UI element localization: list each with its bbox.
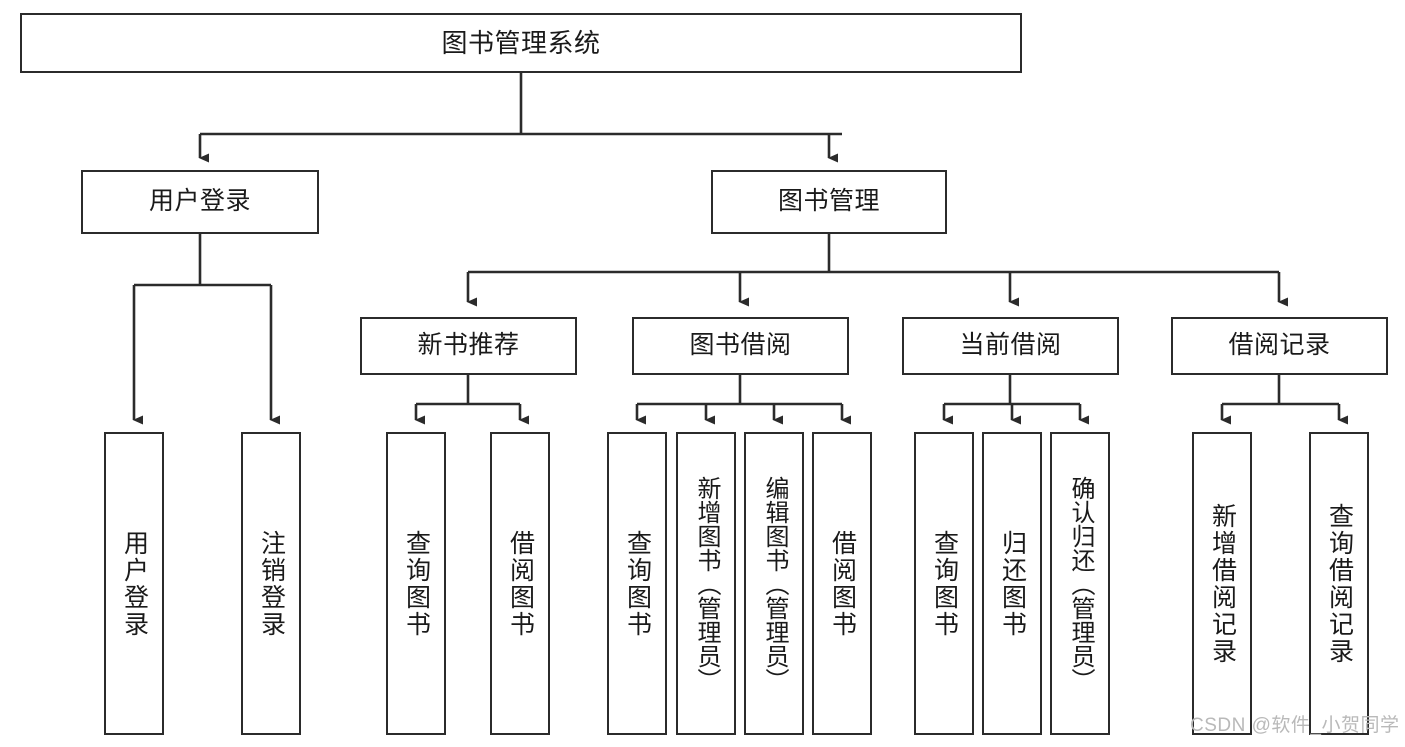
node-leaf-edit-book-admin[interactable]: 编辑图书（管理员） (744, 432, 804, 735)
node-label: 图书管理 (777, 187, 880, 216)
node-user-login[interactable]: 用户登录 (81, 170, 319, 234)
node-label: 新增图书（管理员） (693, 475, 720, 692)
node-label: 借阅图书 (506, 529, 535, 638)
node-leaf-add-borrow-record[interactable]: 新增借阅记录 (1192, 432, 1252, 735)
node-root-book-management-system[interactable]: 图书管理系统 (20, 13, 1022, 73)
node-label: 当前借阅 (959, 331, 1062, 360)
node-label: 编辑图书（管理员） (761, 475, 788, 692)
node-leaf-borrow-book-recommend[interactable]: 借阅图书 (490, 432, 550, 735)
node-leaf-return-book[interactable]: 归还图书 (982, 432, 1042, 735)
node-leaf-borrow-book[interactable]: 借阅图书 (812, 432, 872, 735)
csdn-watermark: CSDN @软件_小贺同学 (1190, 715, 1400, 736)
node-current-borrow[interactable]: 当前借阅 (902, 317, 1119, 375)
node-book-management[interactable]: 图书管理 (711, 170, 947, 234)
node-leaf-query-book-current[interactable]: 查询图书 (914, 432, 974, 735)
node-leaf-logout[interactable]: 注销登录 (241, 432, 301, 735)
node-label: 用户登录 (148, 187, 251, 216)
node-label: 图书借阅 (689, 331, 792, 360)
node-label: 确认归还（管理员） (1067, 475, 1094, 692)
node-leaf-add-book-admin[interactable]: 新增图书（管理员） (676, 432, 736, 735)
node-leaf-confirm-return-admin[interactable]: 确认归还（管理员） (1050, 432, 1110, 735)
node-book-borrow[interactable]: 图书借阅 (632, 317, 849, 375)
node-borrow-record[interactable]: 借阅记录 (1171, 317, 1388, 375)
node-leaf-query-borrow-record[interactable]: 查询借阅记录 (1309, 432, 1369, 735)
node-leaf-query-book-recommend[interactable]: 查询图书 (386, 432, 446, 735)
node-new-book-recommend[interactable]: 新书推荐 (360, 317, 577, 375)
node-label: 归还图书 (998, 529, 1027, 638)
node-label: 图书管理系统 (441, 27, 601, 58)
node-leaf-user-login[interactable]: 用户登录 (104, 432, 164, 735)
node-label: 用户登录 (120, 529, 149, 638)
node-label: 查询借阅记录 (1325, 502, 1354, 665)
node-label: 查询图书 (623, 529, 652, 638)
node-label: 注销登录 (257, 529, 286, 638)
node-label: 新增借阅记录 (1208, 502, 1237, 665)
node-label: 新书推荐 (417, 331, 520, 360)
node-label: 借阅记录 (1228, 331, 1331, 360)
node-label: 查询图书 (930, 529, 959, 638)
node-leaf-query-book-borrow[interactable]: 查询图书 (607, 432, 667, 735)
node-label: 借阅图书 (828, 529, 857, 638)
node-label: 查询图书 (402, 529, 431, 638)
